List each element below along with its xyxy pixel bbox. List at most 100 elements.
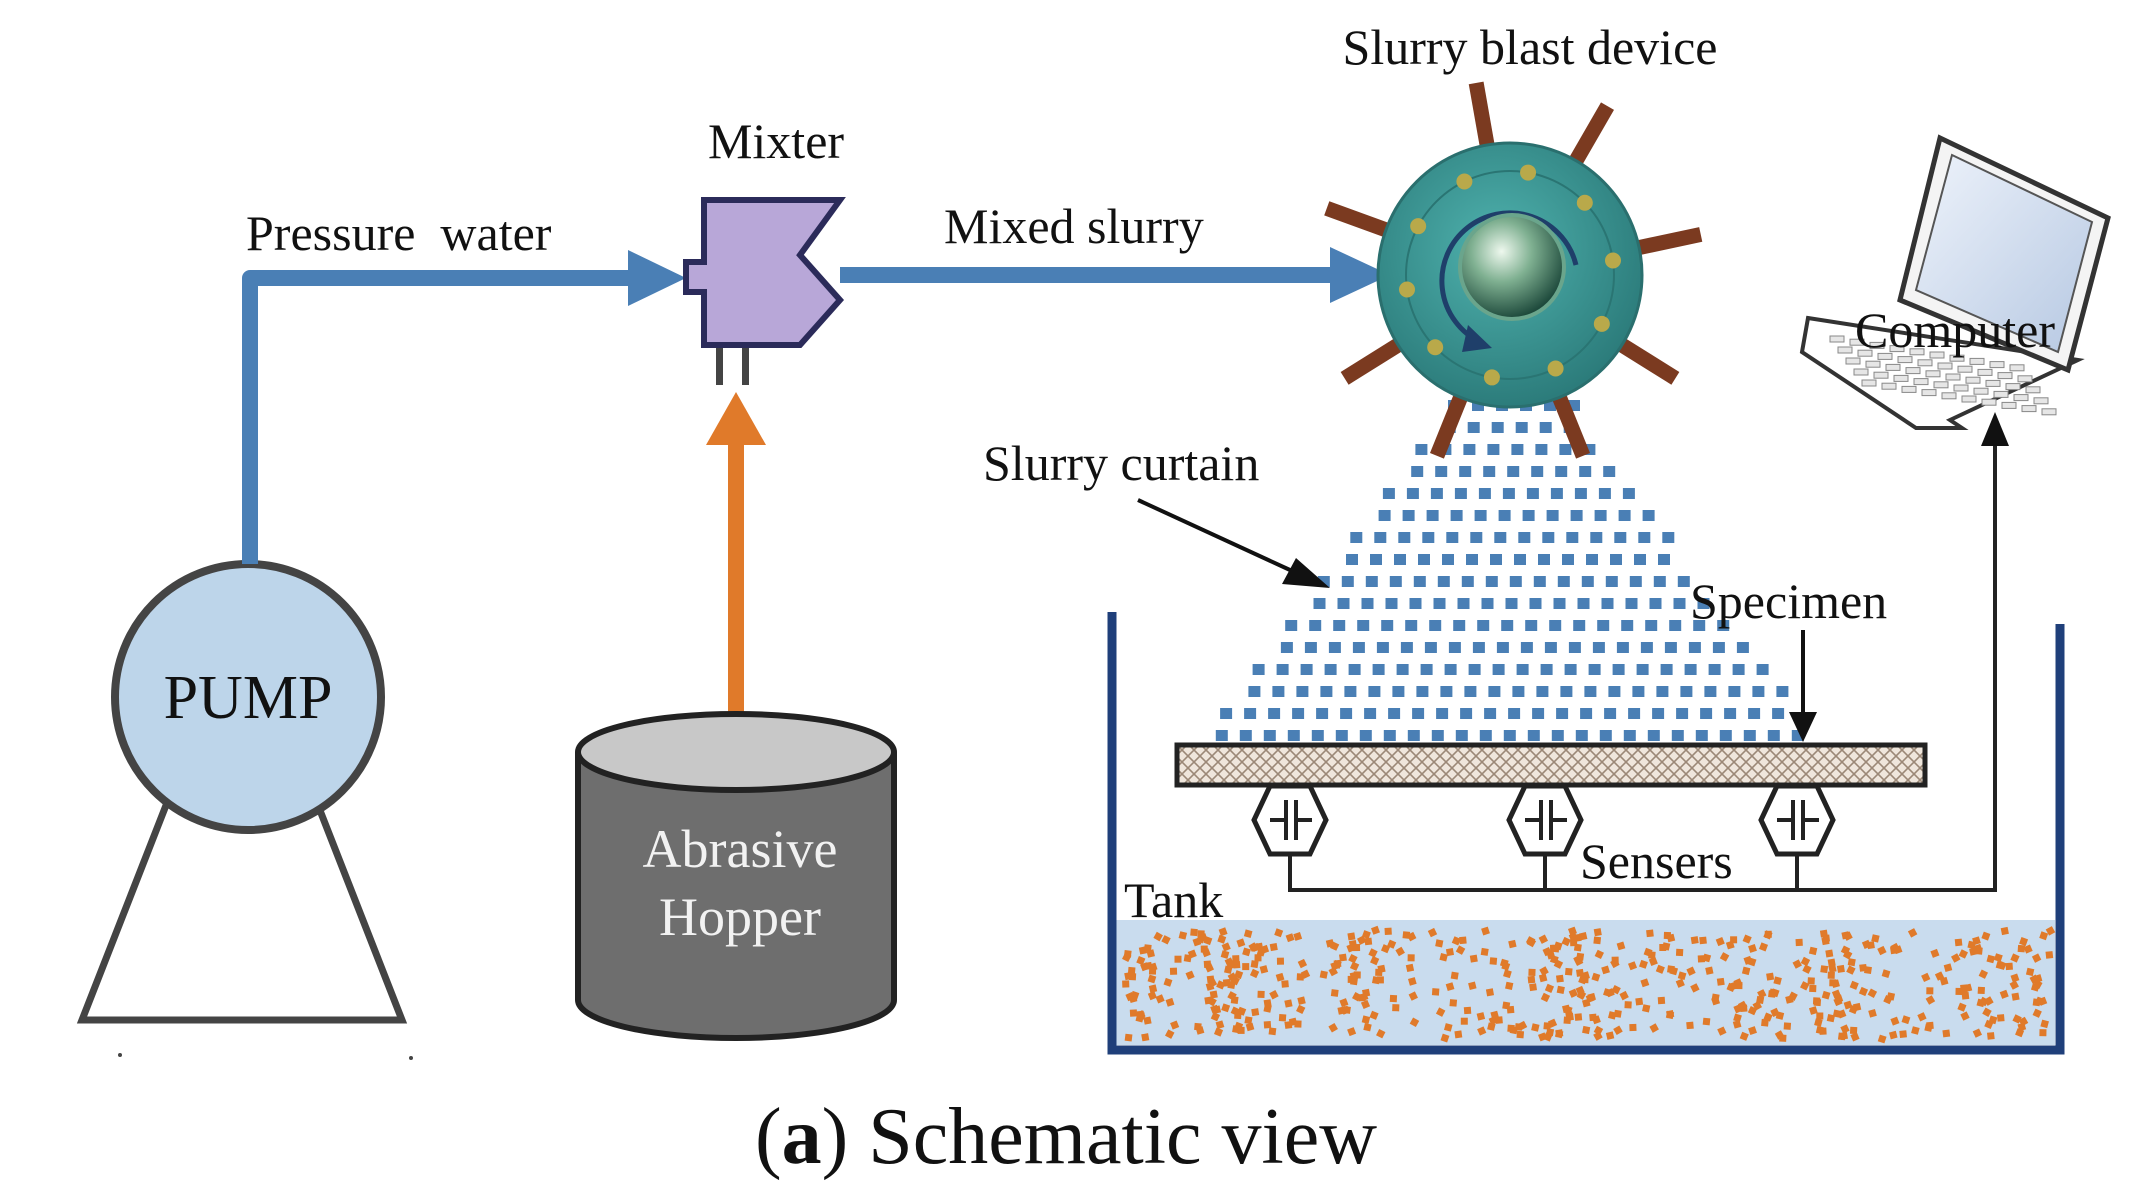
abrasive-particle	[2019, 936, 2029, 946]
abrasive-particle	[1263, 1021, 1272, 1029]
slurry-drop	[1374, 532, 1387, 543]
abrasive-particle	[1593, 928, 1602, 937]
slurry-drop	[1479, 730, 1492, 741]
abrasive-particle	[1343, 1006, 1351, 1014]
laptop-key	[1897, 356, 1913, 364]
slurry-drop	[1365, 576, 1378, 587]
tank-wall	[1107, 612, 2065, 1055]
slurry-drop	[1629, 576, 1642, 587]
slurry-drop	[1688, 642, 1701, 653]
slurry-drop	[1660, 664, 1673, 675]
abrasive-particle	[1185, 970, 1195, 980]
abrasive-particle	[1250, 960, 1259, 969]
slurry-drop	[1402, 510, 1415, 521]
abrasive-particle	[1376, 976, 1384, 984]
abrasive-particle	[1349, 961, 1360, 971]
slurry-drop	[1658, 554, 1670, 565]
abrasive-particle	[1649, 1023, 1659, 1033]
abrasive-particle	[1648, 956, 1658, 967]
abrasive-particle	[2023, 944, 2033, 954]
pipe-arrowhead	[628, 250, 686, 306]
slurry-drop	[1341, 576, 1354, 587]
slurry-drop	[1704, 686, 1717, 697]
abrasive-particle	[1733, 1013, 1742, 1023]
abrasive-particle	[1371, 925, 1380, 935]
laptop-key	[1965, 376, 1981, 384]
mixed-slurry-pipe	[840, 247, 1390, 303]
abrasive-particle	[1196, 934, 1206, 944]
slurry-drop	[1461, 576, 1474, 587]
slurry-drop	[1575, 730, 1588, 741]
abrasive-particle	[1431, 988, 1440, 996]
abrasive-particle	[1141, 1033, 1150, 1042]
mixer-body	[683, 197, 846, 348]
abrasive-particle	[1409, 1017, 1420, 1028]
slurry-drop	[1767, 730, 1780, 741]
abrasive-particle	[2032, 1008, 2042, 1018]
pump-foot-dot	[118, 1053, 122, 1057]
abrasive-particle	[1911, 1026, 1920, 1035]
abrasive-particle	[1408, 977, 1417, 986]
slurry-drop	[1712, 642, 1725, 653]
slurry-drop	[1656, 686, 1669, 697]
abrasive-particle	[1407, 954, 1415, 962]
slurry-drop	[1514, 554, 1526, 565]
slurry-drop	[1553, 598, 1566, 609]
slurry-drop	[1625, 598, 1638, 609]
slurry-blast-device-label: Slurry blast device	[1343, 19, 1718, 75]
slurry-drop	[1618, 510, 1631, 521]
abrasive-particle	[1234, 1011, 1242, 1020]
abrasive-particle	[1389, 994, 1398, 1003]
abrasive-particle	[1204, 996, 1213, 1005]
slurry-drop	[1588, 664, 1601, 675]
abrasive-particle	[1581, 975, 1589, 984]
laptop-key	[1861, 379, 1877, 387]
slurry-drop	[1590, 532, 1603, 543]
abrasive-particles	[1122, 925, 2056, 1044]
abrasive-particle	[1841, 931, 1850, 940]
abrasive-particle	[1161, 935, 1171, 945]
abrasive-particle	[1742, 934, 1752, 944]
abrasive-particle	[1509, 1026, 1518, 1035]
abrasive-particle	[1747, 957, 1757, 967]
abrasive-particle	[1178, 931, 1188, 940]
abrasive-particle	[1285, 933, 1295, 943]
slurry-drop	[1448, 642, 1461, 653]
slurry-drop	[1368, 686, 1381, 697]
slurry-drop	[1285, 620, 1298, 631]
abrasive-particle	[1573, 943, 1582, 952]
device-bolt	[1410, 218, 1427, 235]
slurry-drop	[1484, 708, 1497, 719]
abrasive-particle	[1263, 999, 1272, 1008]
slurry-drop	[1695, 730, 1708, 741]
abrasive-particle	[1455, 945, 1466, 955]
slurry-drop	[1389, 576, 1402, 587]
abrasive-particle	[1954, 938, 1963, 947]
abrasive-particle	[1256, 947, 1266, 957]
abrasive-particle	[1440, 1033, 1450, 1043]
abrasive-particle	[1866, 941, 1875, 950]
abrasive-particle	[1215, 1020, 1225, 1030]
abrasive-particle	[1505, 981, 1514, 991]
abrasive-particle	[1371, 976, 1381, 985]
slurry-drop	[1346, 554, 1358, 565]
abrasive-particle	[1591, 972, 1601, 982]
slurry-drop	[1455, 730, 1468, 741]
abrasive-particle	[1540, 992, 1551, 1003]
slurry-drop	[1364, 708, 1377, 719]
abrasive-particle	[1788, 991, 1798, 1001]
mixter-label: Mixter	[708, 113, 844, 169]
abrasive-particle	[1975, 947, 1983, 955]
abrasive-particle	[2039, 931, 2049, 941]
abrasive-particle	[1224, 957, 1234, 967]
abrasive-particle	[1792, 959, 1802, 969]
slurry-drop	[1381, 620, 1394, 631]
pressure-water-pipe	[242, 250, 686, 564]
abrasive-particle	[1531, 1023, 1540, 1032]
laptop-key	[2005, 383, 2021, 391]
laptop-key	[1957, 365, 1973, 373]
slurry-drop	[1532, 708, 1545, 719]
slurry-drop	[1337, 598, 1350, 609]
abrasive-particle	[1155, 994, 1165, 1004]
abrasive-particle	[1705, 966, 1714, 975]
